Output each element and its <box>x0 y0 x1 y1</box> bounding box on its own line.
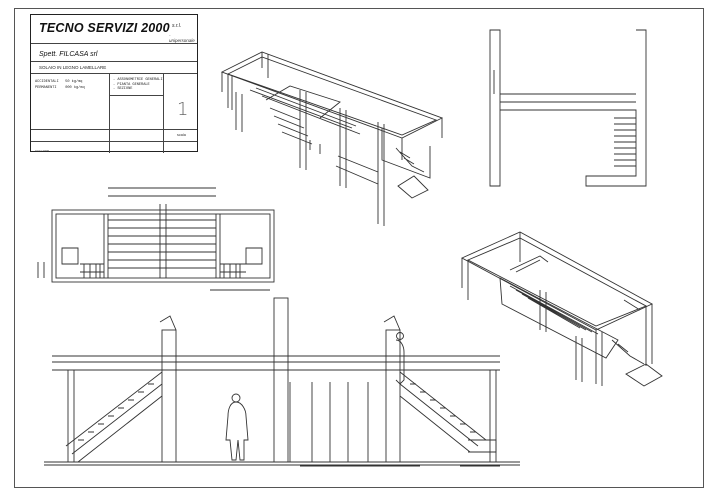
client-name: Spett. FILCASA srl <box>39 51 98 58</box>
date-label: GEN 2005 <box>35 149 50 153</box>
long-section-view <box>44 297 520 467</box>
load-permanent: PERMANENTI 000 kg/mq <box>35 86 85 90</box>
company-suffix: s.r.l. <box>172 23 182 29</box>
title-block-divider <box>31 61 197 62</box>
title-block-divider <box>109 73 110 153</box>
axonometric-view-right <box>460 231 663 387</box>
scale-label: scala <box>177 133 186 137</box>
section-view-top-right <box>489 29 647 187</box>
title-block-divider <box>163 73 164 153</box>
project-title: SOLAIO IN LEGNO LAMELLARE <box>39 65 107 70</box>
company-subtitle: - unipersonale <box>169 33 195 43</box>
title-block-divider <box>31 73 197 74</box>
sheet-contents: - ASSONOMETRIE GENERALI - PIANTA GENERAL… <box>113 78 163 92</box>
title-block-divider <box>31 141 197 142</box>
design-loads: ACCIDENTALI 50 kg/mq PERMANENTI 000 kg/m… <box>35 79 85 91</box>
title-block-divider <box>31 129 197 130</box>
contents-item: - ASSONOMETRIE GENERALI <box>113 78 163 82</box>
floor-plan-view <box>37 187 275 291</box>
contents-item: - SEZIONE <box>113 87 133 92</box>
company-name: TECNO SERVIZI 2000 <box>39 21 170 35</box>
contents-item: - PIANTA GENERALE <box>113 82 150 87</box>
load-accidental: ACCIDENTALI 50 kg/mq <box>35 80 83 84</box>
sheet-border <box>14 8 704 488</box>
title-block-divider <box>109 95 163 96</box>
title-block-divider <box>31 43 197 44</box>
title-block: TECNO SERVIZI 2000 s.r.l. - unipersonale… <box>30 14 198 153</box>
axonometric-view-top <box>220 51 444 226</box>
sheet-number: 1 <box>177 99 189 120</box>
